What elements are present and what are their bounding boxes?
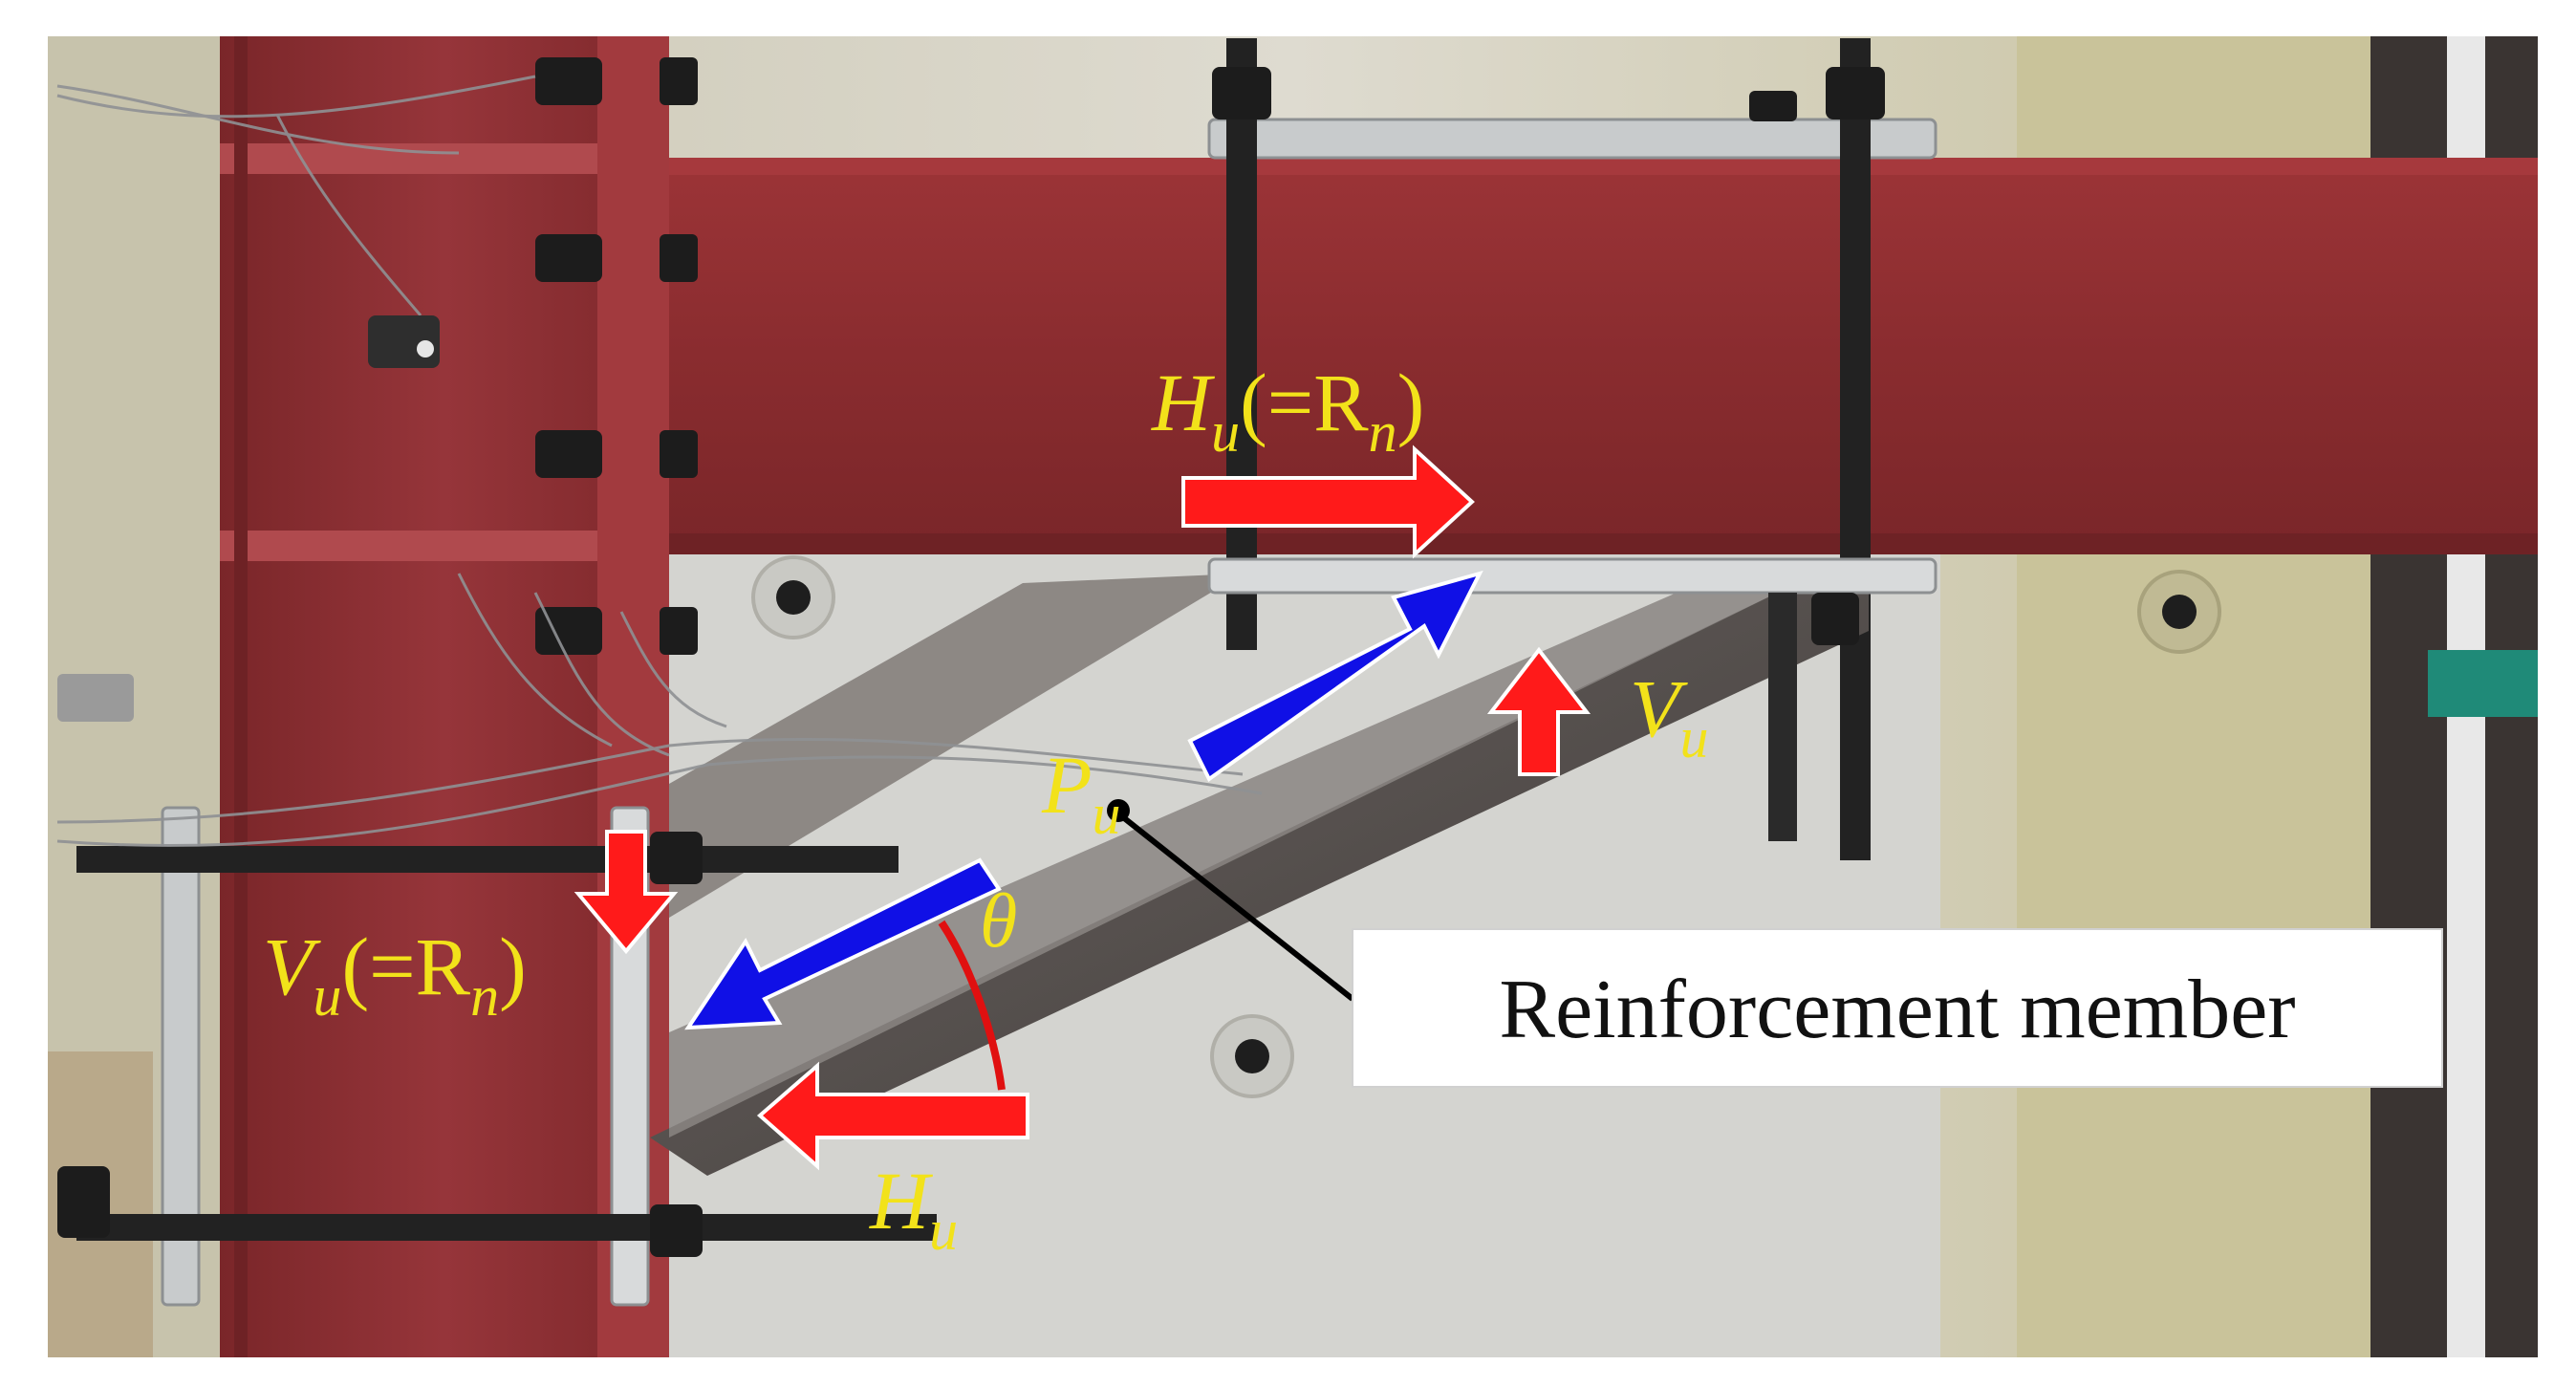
nut: [1826, 67, 1885, 119]
base-plate: [669, 554, 2221, 1357]
nut: [57, 1166, 110, 1238]
sensor-wires: [56, 75, 1263, 848]
steel-column: [220, 36, 669, 1357]
threaded-rod: [1768, 593, 1797, 841]
label-theta: θ: [980, 879, 1017, 964]
top-clamp: [1207, 38, 1937, 860]
strain-gauge-icon: [368, 315, 440, 368]
threaded-rod: [76, 1214, 937, 1241]
theta-arc-icon: [938, 920, 1006, 1091]
column-bolts: [535, 57, 698, 655]
lower-clamp-plate: [1207, 557, 1937, 595]
callout-text: Reinforcement member: [1499, 964, 2295, 1056]
steel-beam: [669, 158, 2538, 554]
label-hu-top: Hu(=Rn): [1151, 357, 1424, 464]
label-hu-bottom: Hu: [869, 1155, 958, 1262]
threaded-rod: [76, 846, 898, 873]
nut: [650, 1204, 703, 1257]
label-vu-left: Vu(=Rn): [263, 921, 527, 1028]
nut: [650, 832, 703, 884]
callout-box: Reinforcement member: [1352, 928, 2443, 1088]
bolt-end: [57, 674, 134, 722]
force-arrow-hu-top: [1181, 444, 1475, 559]
threaded-rod: [1840, 38, 1871, 860]
load-point-dot-icon: [1107, 799, 1130, 822]
force-arrow-pu-down: [684, 857, 1002, 1030]
nut: [1811, 593, 1859, 645]
stiffener: [220, 143, 597, 174]
force-arrow-hu-bottom: [756, 1061, 1029, 1171]
leader-line: [1121, 814, 1354, 1002]
stiffener: [220, 531, 597, 561]
force-arrow-vu-right: [1486, 646, 1591, 776]
green-tape: [2428, 650, 2538, 717]
threaded-rod: [1226, 38, 1257, 650]
force-arrow-pu-up: [1187, 570, 1483, 782]
label-pu: Pu: [1041, 739, 1121, 846]
force-arrow-vu-left: [574, 830, 679, 955]
label-vu-right: Vu: [1630, 662, 1709, 769]
nut: [1212, 67, 1271, 119]
